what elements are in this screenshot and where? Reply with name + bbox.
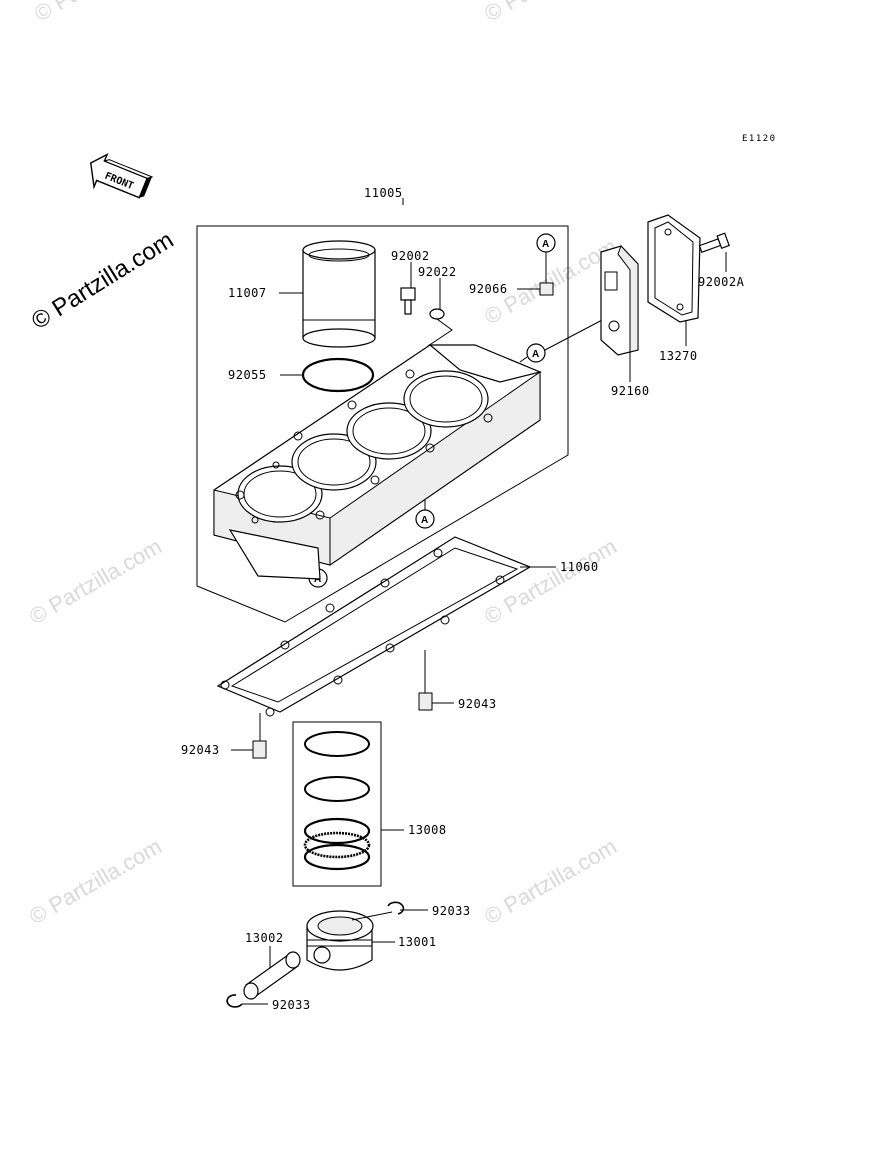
ref-marker-label: A: [532, 349, 539, 360]
part-label-92033[interactable]: 92033: [272, 998, 311, 1012]
watermark: © Partzilla.com: [480, 0, 621, 26]
front-arrow-icon: FRONT: [89, 153, 154, 199]
part-label-13002[interactable]: 13002: [245, 931, 284, 945]
piston-pin: [243, 951, 301, 1000]
ref-marker: A: [536, 233, 556, 253]
part-label-92055[interactable]: 92055: [228, 368, 267, 382]
cylinder-block: [213, 344, 542, 580]
dowel-pin: [418, 692, 433, 711]
piston-ring-set-box: [292, 721, 382, 887]
cover-plate: [647, 214, 701, 323]
part-label-13001[interactable]: 13001: [398, 935, 437, 949]
leader-line: [544, 317, 607, 351]
diagram-code: E1120: [742, 134, 777, 144]
part-label-92002[interactable]: 92002: [391, 249, 430, 263]
partzilla-watermark: © Partzilla.com: [27, 226, 178, 335]
part-label-92160[interactable]: 92160: [611, 384, 650, 398]
plug-92066: [539, 282, 554, 296]
part-label-92002A[interactable]: 92002A: [698, 275, 745, 289]
part-label-92043[interactable]: 92043: [181, 743, 220, 757]
ref-marker-label: A: [421, 515, 428, 526]
piston-ring: [304, 731, 370, 757]
piston-pin-clip: [387, 901, 405, 915]
part-label-92043[interactable]: 92043: [458, 697, 497, 711]
ref-marker: A: [415, 509, 435, 529]
part-label-11007[interactable]: 11007: [228, 286, 267, 300]
chain-guide-bracket: [600, 245, 639, 356]
bolt-92002: [400, 287, 416, 315]
ref-marker-label: A: [542, 239, 549, 250]
leader-line: [519, 356, 528, 363]
cylinder-assembly-outline: [196, 225, 569, 623]
piston-ring: [304, 776, 370, 802]
part-label-13008[interactable]: 13008: [408, 823, 447, 837]
oil-ring: [303, 817, 371, 871]
leader-line: [351, 911, 393, 921]
part-label-11005[interactable]: 11005: [364, 186, 403, 200]
ref-marker: A: [526, 343, 546, 363]
ref-marker-label: A: [314, 574, 321, 585]
washer-92022: [429, 308, 445, 320]
part-label-92066[interactable]: 92066: [469, 282, 508, 296]
cylinder-liner: [302, 240, 376, 348]
bolt-92002A: [698, 232, 730, 254]
dowel-pin: [252, 740, 267, 759]
o-ring: [301, 357, 375, 393]
piston: [306, 910, 374, 971]
watermark: © Partzilla.com: [480, 834, 621, 930]
leader-line: [427, 318, 453, 347]
part-label-92022[interactable]: 92022: [418, 265, 457, 279]
part-label-92033[interactable]: 92033: [432, 904, 471, 918]
watermark: © Partzilla.com: [30, 0, 171, 26]
part-label-13270[interactable]: 13270: [659, 349, 698, 363]
watermark: © Partzilla.com: [25, 834, 166, 930]
piston-pin-clip: [226, 994, 243, 1008]
part-label-11060[interactable]: 11060: [560, 560, 599, 574]
watermark: © Partzilla.com: [25, 534, 166, 630]
